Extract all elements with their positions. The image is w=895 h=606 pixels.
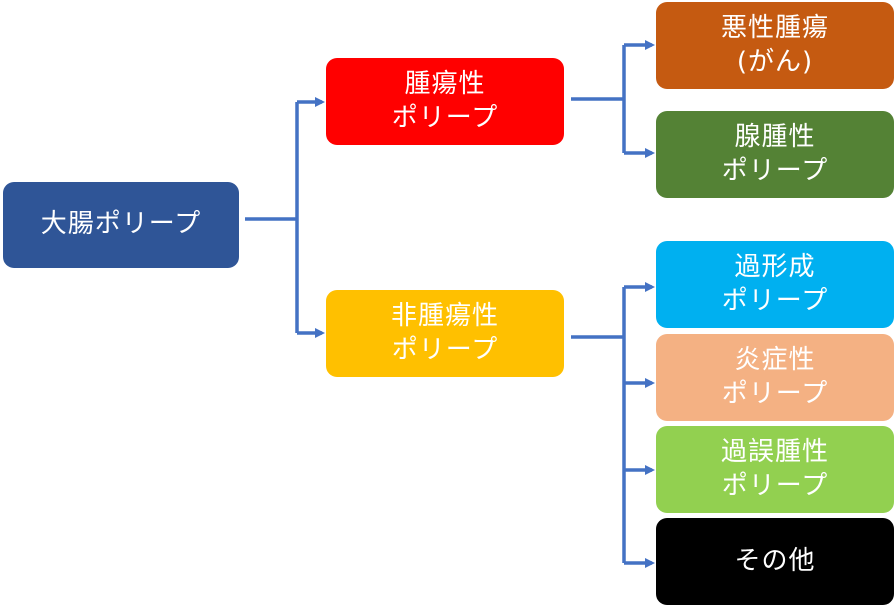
node-label: 過誤腫性 ポリープ <box>720 437 829 501</box>
node-neoplastic-polyp: 腫瘍性 ポリープ <box>326 58 564 145</box>
node-label: 大腸ポリープ <box>40 209 202 240</box>
node-label: 非腫瘍性 ポリープ <box>390 301 499 365</box>
node-label: その他 <box>734 545 816 576</box>
node-hyperplastic-polyp: 過形成 ポリープ <box>656 241 894 328</box>
node-inflammatory-polyp: 炎症性 ポリープ <box>656 334 894 421</box>
node-label: 炎症性 ポリープ <box>721 345 829 409</box>
node-adenomatous-polyp: 腺腫性 ポリープ <box>656 111 894 198</box>
node-label: 過形成 ポリープ <box>721 252 829 316</box>
node-non-neoplastic-polyp: 非腫瘍性 ポリープ <box>326 290 564 377</box>
node-label: 悪性腫瘍 (がん) <box>720 13 829 77</box>
node-other: その他 <box>656 518 894 605</box>
node-label: 腫瘍性 ポリープ <box>391 69 499 133</box>
node-colorectal-polyp: 大腸ポリープ <box>3 182 239 268</box>
node-hamartomatous-polyp: 過誤腫性 ポリープ <box>656 426 894 513</box>
node-label: 腺腫性 ポリープ <box>721 122 829 186</box>
node-malignant-tumor: 悪性腫瘍 (がん) <box>656 2 894 89</box>
